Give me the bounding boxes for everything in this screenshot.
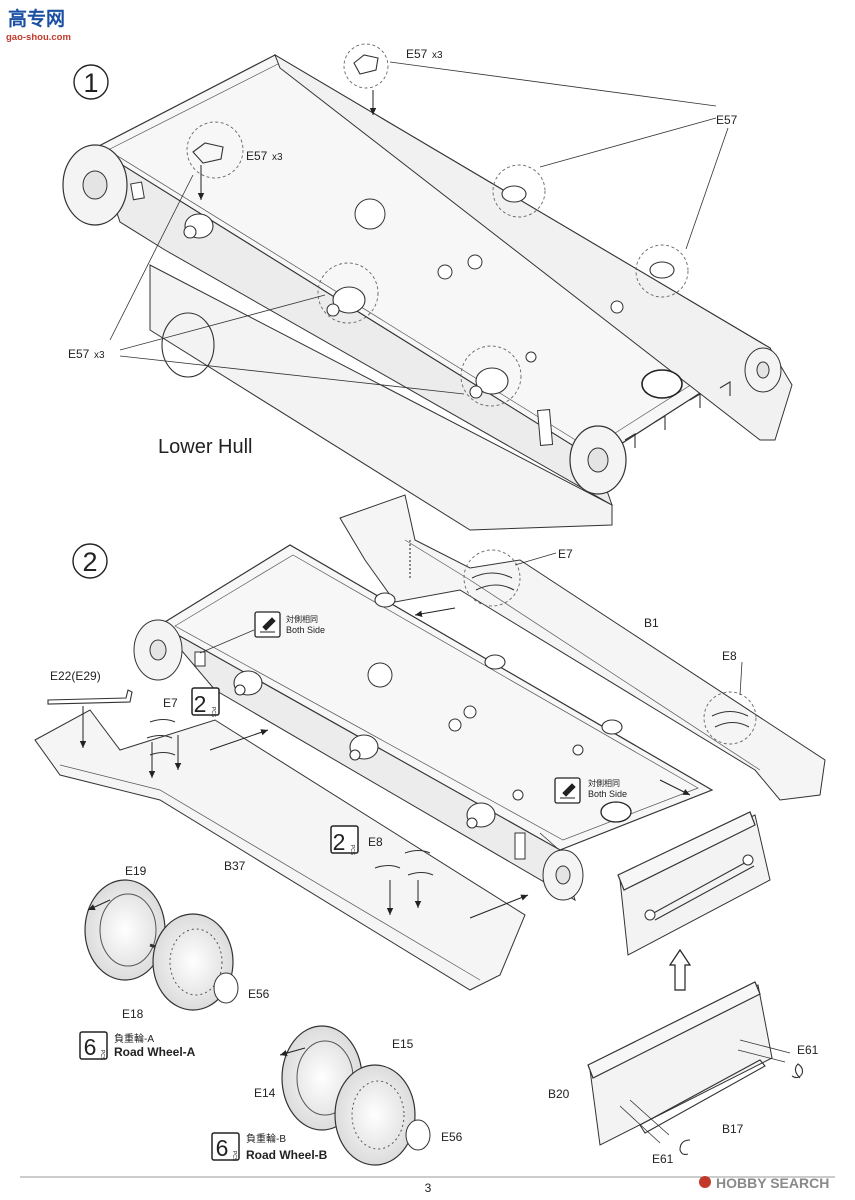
wheel-a-unit: PCS (99, 1050, 105, 1061)
label-e19: E19 (125, 864, 147, 878)
step-2-badge (72, 543, 108, 579)
watermark-logo: 高专网 gao-shou.com (6, 7, 71, 43)
step-1-badge (73, 64, 109, 100)
pcs-qty: 2 (194, 691, 207, 717)
label-e57-top-count: x3 (432, 50, 443, 61)
both-side-cjk-1: 対側相同 (286, 614, 318, 624)
label-e22: E22(E29) (50, 669, 101, 683)
label-e15: E15 (392, 1037, 414, 1051)
label-e8-mid: E8 (368, 835, 383, 849)
pcs-badge-e8: 2 PCS (330, 825, 359, 856)
road-wheel-a: E19 E18 E56 6 PCS 負重輪-A Road Wheel-A (79, 864, 270, 1061)
watermark-text: 高专网 (8, 7, 65, 30)
hull-with-fenders-drawing (34, 494, 826, 991)
rear-plate-b20: E61 B20 B17 E61 (548, 981, 819, 1166)
e57-part-group (186, 43, 689, 407)
page-number: 3 (425, 1181, 432, 1195)
step-2: 2 (34, 494, 826, 991)
label-e61-top: E61 (797, 1043, 819, 1057)
both-side-callout-2: 対側相同 Both Side (554, 777, 627, 804)
label-e56-b: E56 (441, 1130, 463, 1144)
wheel-b-name: Road Wheel-B (246, 1148, 328, 1162)
label-e57-bottom-count: x3 (94, 350, 105, 361)
wheel-b-cjk: 負重輪-B (246, 1132, 286, 1145)
label-e57-right: E57 (716, 113, 738, 127)
wheel-b-unit: PCS (231, 1151, 237, 1162)
label-e57-bottom: E57 (68, 347, 90, 361)
lower-hull-caption: Lower Hull (158, 436, 252, 458)
step-1: 1 (62, 43, 793, 531)
label-b1: B1 (644, 616, 659, 630)
label-e56-a: E56 (248, 987, 270, 1001)
qty-badge (211, 1132, 240, 1161)
road-wheel-b: E15 E14 E56 6 PCS 負重輪-B Road Wheel-B (211, 1025, 463, 1166)
watermark-url: gao-shou.com (6, 32, 71, 43)
wheel-a-name: Road Wheel-A (114, 1045, 196, 1059)
both-side-callout-1: 対側相同 Both Side (254, 611, 325, 638)
label-e57-left: E57 (246, 149, 268, 163)
both-side-text-1: Both Side (286, 625, 325, 635)
brand-logo: HOBBY SEARCH (699, 1175, 829, 1191)
label-e7-top: E7 (558, 547, 573, 561)
step-2-number: 2 (82, 547, 97, 577)
label-e14: E14 (254, 1086, 276, 1100)
label-e7-left: E7 (163, 696, 178, 710)
label-e8-right: E8 (722, 649, 737, 663)
both-side-text-2: Both Side (588, 789, 627, 799)
lower-hull-drawing (62, 53, 793, 531)
label-b20: B20 (548, 1087, 570, 1101)
wheel-b-qty: 6 (216, 1135, 229, 1161)
label-b37: B37 (224, 859, 246, 873)
step-1-number: 1 (83, 68, 98, 98)
label-e57-left-count: x3 (272, 152, 283, 163)
pcs-qty: 2 (333, 829, 346, 855)
pcs-unit: PCS (349, 845, 355, 856)
pcs-unit: PCS (210, 707, 216, 718)
brand-text: HOBBY SEARCH (716, 1175, 829, 1191)
wheel-a-qty: 6 (84, 1034, 97, 1060)
label-b17: B17 (722, 1122, 744, 1136)
wheel-a-cjk: 負重輪-A (114, 1032, 154, 1045)
label-e57-top: E57 (406, 47, 428, 61)
brand-mark-icon (699, 1176, 711, 1188)
pcs-badge-e7: 2 PCS (191, 687, 220, 718)
rear-transmission-plate (617, 811, 771, 991)
both-side-cjk-2: 対側相同 (588, 778, 620, 788)
qty-badge (79, 1031, 108, 1060)
label-e61-bottom: E61 (652, 1152, 674, 1166)
label-e18: E18 (122, 1007, 144, 1021)
